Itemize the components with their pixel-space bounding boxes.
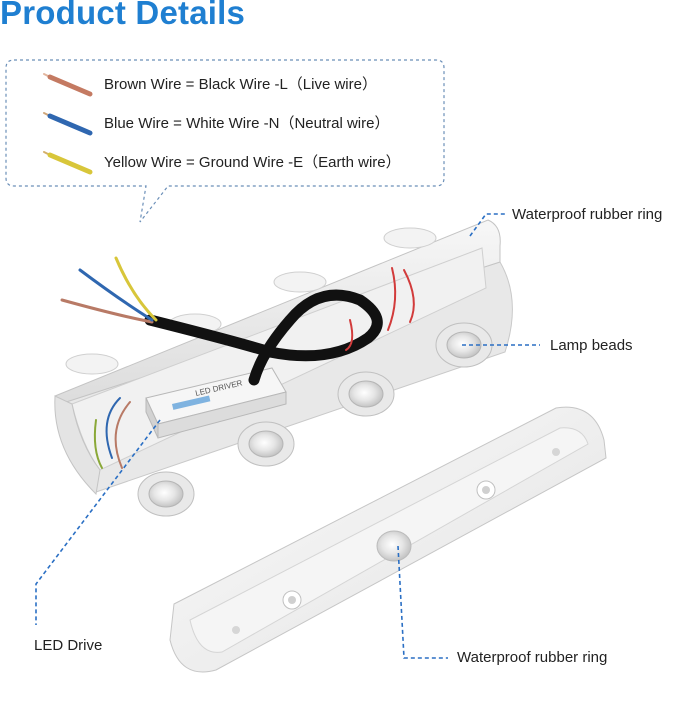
- label-lamp-beads: Lamp beads: [550, 337, 633, 354]
- label-waterproof-ring-top: Waterproof rubber ring: [512, 206, 663, 223]
- wire-label-yellow: Yellow Wire = Ground Wire -E（Earth wire）: [104, 153, 401, 171]
- wiring: [60, 256, 415, 469]
- wire-legend-blue: Blue Wire = White Wire -N（Neutral wire）: [36, 107, 389, 137]
- leader-lines: [35, 213, 540, 659]
- wire-legend-brown: Brown Wire = Black Wire -L（Live wire）: [36, 68, 377, 98]
- label-waterproof-ring-bottom: Waterproof rubber ring: [457, 649, 608, 666]
- blue-wire-icon: [43, 112, 93, 136]
- yellow-wire-icon: [43, 151, 93, 175]
- bottom-cover-plate: [169, 406, 607, 673]
- lamp-beads: [137, 322, 493, 517]
- brown-wire-icon: [43, 73, 93, 97]
- label-led-drive: LED Drive: [34, 637, 103, 654]
- page-title: Product Details: [0, 0, 246, 31]
- wire-label-blue: Blue Wire = White Wire -N（Neutral wire）: [104, 114, 390, 132]
- wire-legend-yellow: Yellow Wire = Ground Wire -E（Earth wire）: [36, 146, 401, 176]
- wire-label-brown: Brown Wire = Black Wire -L（Live wire）: [104, 75, 377, 93]
